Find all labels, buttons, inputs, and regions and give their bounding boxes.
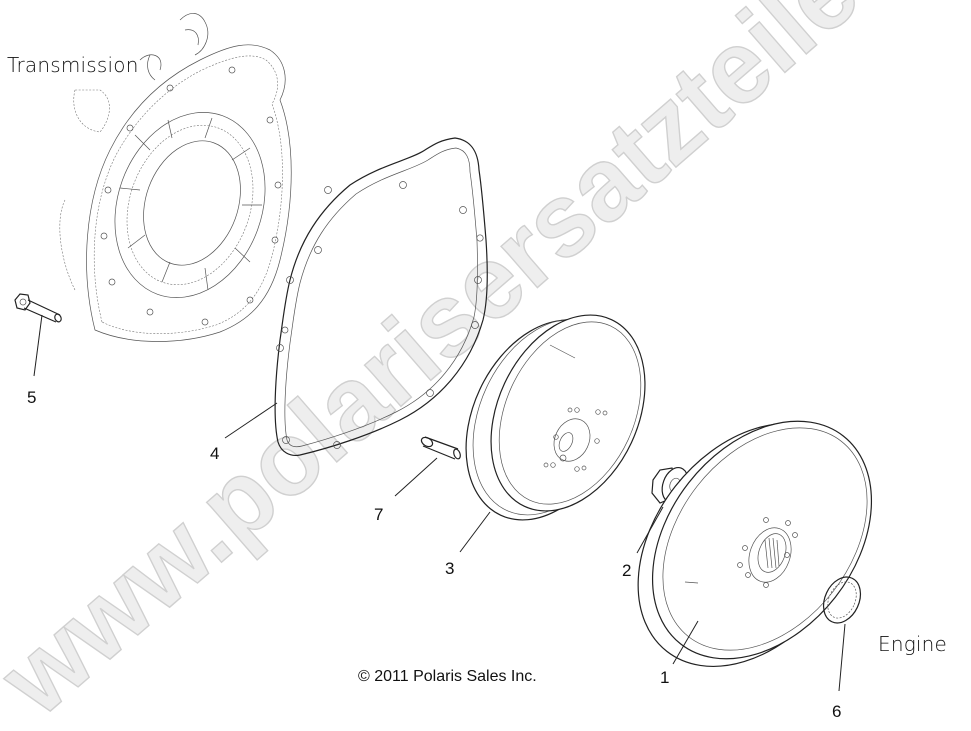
callout-2: 2 — [622, 561, 632, 580]
clutch-drum — [465, 314, 646, 521]
callout-1: 1 — [660, 668, 670, 687]
transmission-housing — [59, 13, 292, 342]
retaining-ring — [822, 576, 862, 624]
leader-lines — [33, 314, 846, 692]
callout-4: 4 — [210, 444, 220, 463]
outer-disc — [637, 420, 873, 667]
engine-label: Engine — [878, 632, 948, 656]
gasket — [274, 137, 488, 457]
transmission-label: Transmission — [7, 53, 139, 77]
callout-6: 6 — [832, 702, 842, 721]
dowel-pin — [420, 436, 461, 460]
callout-3: 3 — [445, 559, 455, 578]
copyright-text: © 2011 Polaris Sales Inc. — [358, 668, 537, 685]
bolt — [14, 293, 62, 323]
callout-7: 7 — [374, 505, 384, 524]
callout-5: 5 — [27, 388, 37, 407]
